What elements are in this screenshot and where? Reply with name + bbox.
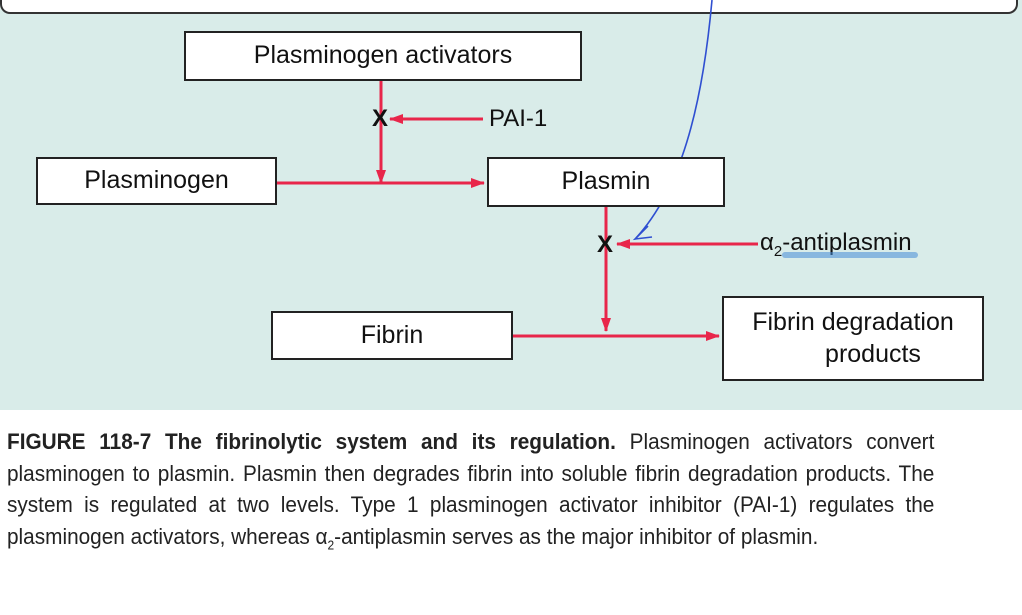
node-plasmin-label: Plasmin bbox=[561, 167, 651, 196]
arrow-layer bbox=[277, 0, 758, 341]
inhibitor-alpha2-antiplasmin: α2-antiplasmin bbox=[760, 229, 912, 260]
node-plasminogen-label: Plasminogen bbox=[84, 166, 229, 195]
handwritten-annotation-arrowhead bbox=[632, 225, 653, 241]
alpha-symbol: α bbox=[760, 229, 774, 256]
block-mark-plasmin: X bbox=[597, 231, 614, 258]
handwritten-annotation-curve bbox=[635, 0, 713, 239]
node-fibrin-degradation-products: Fibrin degradation products bbox=[722, 296, 984, 381]
alpha-subscript: 2 bbox=[773, 242, 783, 260]
node-fibrin-label: Fibrin bbox=[360, 320, 424, 349]
figure-caption: FIGURE 118-7 The fibrinolytic system and… bbox=[7, 426, 934, 555]
node-fdp-label-line2: products bbox=[825, 339, 921, 368]
diagram-panel: Plasminogen activators Plasminogen Plasm… bbox=[0, 0, 1022, 410]
antiplasmin-text-highlighted: -antiplasmin bbox=[782, 229, 912, 256]
caption-body-2: -antiplasmin serves as the major inhibit… bbox=[334, 523, 819, 549]
inhibitor-pai1: PAI-1 bbox=[489, 105, 548, 132]
node-plasminogen-activators: Plasminogen activators bbox=[184, 31, 582, 81]
block-mark-activators: X bbox=[372, 105, 389, 132]
caption-title: FIGURE 118-7 The fibrinolytic system and… bbox=[7, 429, 616, 454]
node-fdp-label-line1: Fibrin degradation bbox=[752, 308, 954, 337]
node-plasminogen: Plasminogen bbox=[36, 157, 277, 205]
caption-alpha-subscript: 2 bbox=[327, 537, 335, 553]
caption-alpha-symbol: α bbox=[315, 523, 328, 549]
top-frame-edge bbox=[0, 0, 1018, 14]
node-fibrin: Fibrin bbox=[271, 311, 513, 360]
caption-body-1: Plasminogen activators convert plasminog… bbox=[7, 429, 935, 549]
node-plasminogen-activators-label: Plasminogen activators bbox=[253, 41, 513, 70]
node-plasmin: Plasmin bbox=[487, 157, 725, 207]
